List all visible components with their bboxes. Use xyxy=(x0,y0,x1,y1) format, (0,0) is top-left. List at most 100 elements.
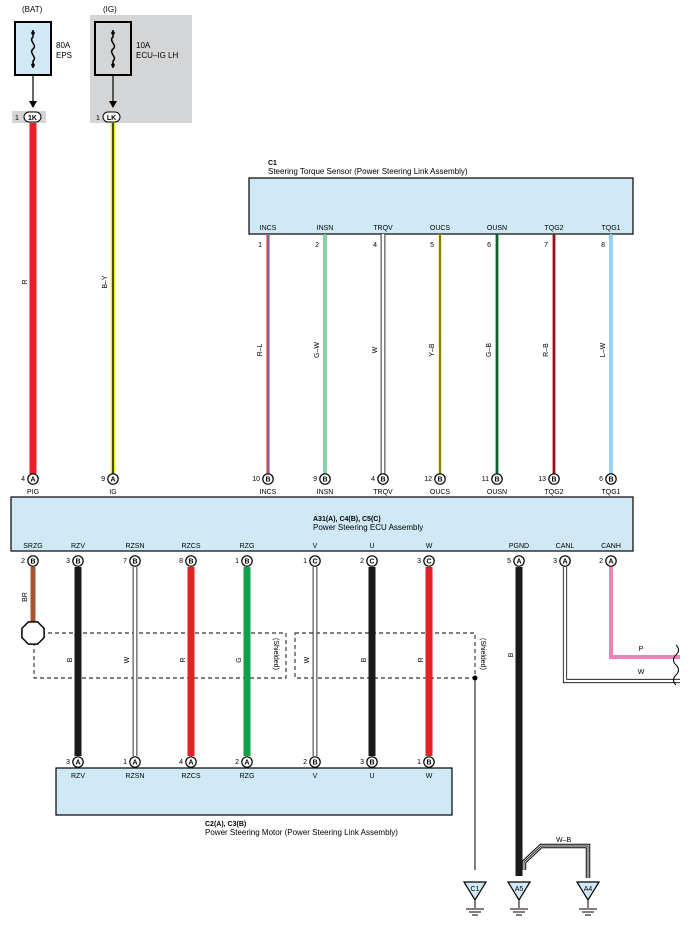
motor-rzv-connector-icon xyxy=(72,756,84,768)
ecu-bottom-u-connector-icon xyxy=(366,555,378,567)
sensor-pin-name-tqg2: TQG2 xyxy=(544,225,563,232)
ecu-top-pin-num-insn: 9 xyxy=(313,476,317,483)
ig-gray-area xyxy=(90,15,192,123)
wire-label-srzg: BR xyxy=(22,592,29,602)
ecu-top-pin-num-pig: 4 xyxy=(21,476,25,483)
ecu-bottom-rzsn-connector-letter: B xyxy=(132,559,137,566)
ecu-bottom-pin-num-u: 2 xyxy=(360,558,364,565)
motor-pin-name-rzsn: RZSN xyxy=(125,773,144,780)
ecu-bottom-srzg-connector-letter: B xyxy=(30,559,35,566)
ecu-bottom-u-connector-letter: C xyxy=(369,559,374,566)
ecu-bottom-rzg-connector-icon xyxy=(241,555,253,567)
shield-box-right xyxy=(294,632,476,679)
ecu-top-pin-num-tqg2: 13 xyxy=(538,476,546,483)
ecu-bottom-pin-name-srzg: SRZG xyxy=(23,543,42,550)
ecu-bottom-pin-num-rzv: 3 xyxy=(66,558,70,565)
motor-w-connector-letter: B xyxy=(426,760,431,767)
ecu-bottom-v-connector-icon xyxy=(309,555,321,567)
ecu-top-ig-connector-letter: A xyxy=(110,477,115,484)
ecu-top-pin-name-ousn: OUSN xyxy=(487,489,507,496)
motor-u-connector-letter: B xyxy=(369,760,374,767)
ecu-top-tqg2-connector-letter: B xyxy=(551,477,556,484)
ecu-top-insn-connector-letter: B xyxy=(322,477,327,484)
motor-wire-label-rzv: B xyxy=(67,657,74,662)
fuse-ig-dot-bottom xyxy=(111,63,115,67)
ecu-top-pin-name-insn: INSN xyxy=(317,489,334,496)
junction-ig-conn: LK xyxy=(107,115,116,122)
ecu-name: Power Steering ECU Assembly xyxy=(313,523,423,532)
motor-pin-name-v: V xyxy=(313,773,318,780)
wire-label-wb: W–B xyxy=(556,837,572,844)
ecu-bottom-w-connector-icon xyxy=(423,555,435,567)
motor-rzv-connector-letter: A xyxy=(75,760,80,767)
ecu-top-tqg1-connector-letter: B xyxy=(608,477,613,484)
wire-label-ig: B–Y xyxy=(102,275,109,289)
ecu-top-pin-num-incs: 10 xyxy=(252,476,260,483)
sensor-pin-name-insn: INSN xyxy=(317,225,334,232)
motor-rzg-connector-icon xyxy=(241,756,253,768)
ecu-top-pin-num-ig: 9 xyxy=(101,476,105,483)
ecu-top-incs-connector-icon xyxy=(262,473,274,485)
ecu-assembly: A31(A), C4(B), C5(C) Power Steering ECU … xyxy=(10,496,634,552)
motor-id: C2(A), C3(B) xyxy=(205,821,246,828)
ecu-bottom-srzg-connector-icon xyxy=(27,555,39,567)
sensor-pin-num-oucs: 5 xyxy=(430,242,434,249)
ecu-bottom-pin-name-canl: CANL xyxy=(556,543,575,550)
motor-box xyxy=(55,767,453,816)
motor-u-connector-icon xyxy=(366,756,378,768)
motor-wire-label-w: R xyxy=(418,657,425,662)
motor-rzcs-connector-icon xyxy=(185,756,197,768)
ecu-top-trqv-connector-icon xyxy=(377,473,389,485)
ecu-bottom-canl-connector-letter: A xyxy=(562,559,567,566)
fuse-bat-dot-top xyxy=(31,31,35,35)
ecu-bottom-pin-name-rzv: RZV xyxy=(71,543,85,550)
wire-label-pig: R xyxy=(22,279,29,284)
ecu-top-pin-name-ig: IG xyxy=(109,489,116,496)
motor-wire-label-rzcs: R xyxy=(180,657,187,662)
sensor-wire-label-trqv: W xyxy=(372,346,379,353)
sensor-pin-num-incs: 1 xyxy=(258,242,262,249)
motor-rzsn-connector-icon xyxy=(129,756,141,768)
ecu-top-pin-name-incs: INCS xyxy=(260,489,277,496)
ecu-top-oucs-connector-letter: B xyxy=(437,477,442,484)
ecu-bottom-pin-name-w: W xyxy=(426,543,433,550)
sensor-pin-name-ousn: OUSN xyxy=(487,225,507,232)
ecu-top-oucs-connector-icon xyxy=(434,473,446,485)
ecu-top-pin-num-trqv: 4 xyxy=(371,476,375,483)
ecu-top-pin-name-pig: PIG xyxy=(27,489,39,496)
sensor-id: C1 xyxy=(268,160,277,167)
wire-wb xyxy=(521,843,591,878)
ig-fuse-amp: 10A xyxy=(136,41,151,50)
motor-w-connector-icon xyxy=(423,756,435,768)
bat-fuse-name: EPS xyxy=(56,51,72,60)
junction-ig-pin: 1 xyxy=(96,115,100,122)
ecu-bottom-rzcs-connector-letter: B xyxy=(188,559,193,566)
ecu-bottom-pin-name-rzg: RZG xyxy=(240,543,255,550)
junction-bat-pin: 1 xyxy=(15,115,19,122)
ecu-bottom-pin-num-pgnd: 5 xyxy=(507,558,511,565)
junction-ig-connector xyxy=(102,111,121,123)
ground-a5-label: A5 xyxy=(515,886,524,893)
motor-wire-label-u: B xyxy=(361,657,368,662)
junction-bat-conn: 1K xyxy=(28,115,37,122)
ecu-bottom-pgnd-connector-letter: A xyxy=(516,559,521,566)
motor-pin-name-w: W xyxy=(426,773,433,780)
motor-pin-num-rzcs: 4 xyxy=(179,759,183,766)
sensor-box xyxy=(248,177,634,235)
wire-canl-outline xyxy=(562,567,680,684)
ecu-bottom-rzg-connector-letter: B xyxy=(244,559,249,566)
wire-canl xyxy=(562,567,680,684)
sensor-pin-name-trqv: TRQV xyxy=(373,225,393,232)
motor-pin-name-rzcs: RZCS xyxy=(181,773,200,780)
fuse-ig-dot-top xyxy=(111,31,115,35)
junction-bat-connector xyxy=(23,111,42,123)
wire-label-canl: W xyxy=(638,669,645,676)
ecu-bottom-pin-name-rzsn: RZSN xyxy=(125,543,144,550)
ecu-top-pig-connector-icon xyxy=(27,473,39,485)
wire-label-canh: P xyxy=(639,646,644,653)
ecu-bottom-pin-name-u: U xyxy=(369,543,374,550)
power-sources: (BAT) (IG) 80A EPS 10A ECU–IG LH 1 1K 1 … xyxy=(12,5,192,123)
ecu-top-pin-num-tqg1: 6 xyxy=(599,476,603,483)
sensor-wire-label-incs: R–L xyxy=(257,343,264,356)
